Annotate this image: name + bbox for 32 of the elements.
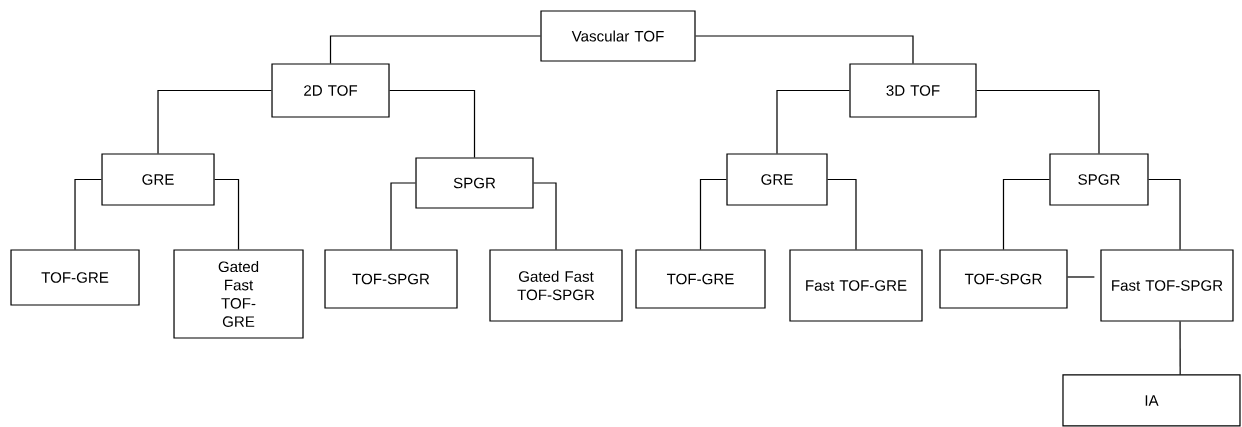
connector-line [214, 178, 240, 250]
process-box: TOF-GRE [635, 249, 766, 309]
process-box: 3D TOF [849, 63, 977, 118]
process-box: Fast TOF-SPGR [1100, 249, 1234, 322]
connector-line [1148, 178, 1181, 250]
connector-line [74, 178, 103, 250]
connector-line [695, 35, 914, 64]
process-box: Gated Fast TOF-SPGR [489, 249, 623, 322]
process-box: GRE [726, 153, 828, 206]
connector-line [776, 89, 850, 154]
process-box: TOF-GRE [10, 249, 140, 306]
connector-line [976, 89, 1100, 154]
process-box: Fast TOF-GRE [789, 249, 923, 322]
connector-line [1179, 321, 1181, 375]
connector-line [1002, 178, 1050, 250]
process-box: SPGR [415, 157, 534, 209]
process-box: GRE [101, 153, 215, 206]
process-box: TOF-SPGR [324, 249, 458, 309]
connector-line [329, 35, 541, 64]
connector-line [157, 89, 272, 154]
connector-line [1067, 276, 1095, 278]
connector-line [389, 89, 476, 158]
process-box: Vascular TOF [540, 10, 696, 62]
process-box: SPGR [1049, 153, 1149, 206]
connector-line [827, 178, 857, 250]
process-box: IA [1062, 374, 1241, 427]
process-box: Gated Fast TOF-GRE [173, 249, 304, 339]
process-box: 2D TOF [271, 63, 390, 118]
process-box: TOF-SPGR [939, 249, 1068, 309]
connector-line [390, 182, 416, 250]
connector-line [533, 182, 557, 250]
connector-line [699, 178, 727, 250]
